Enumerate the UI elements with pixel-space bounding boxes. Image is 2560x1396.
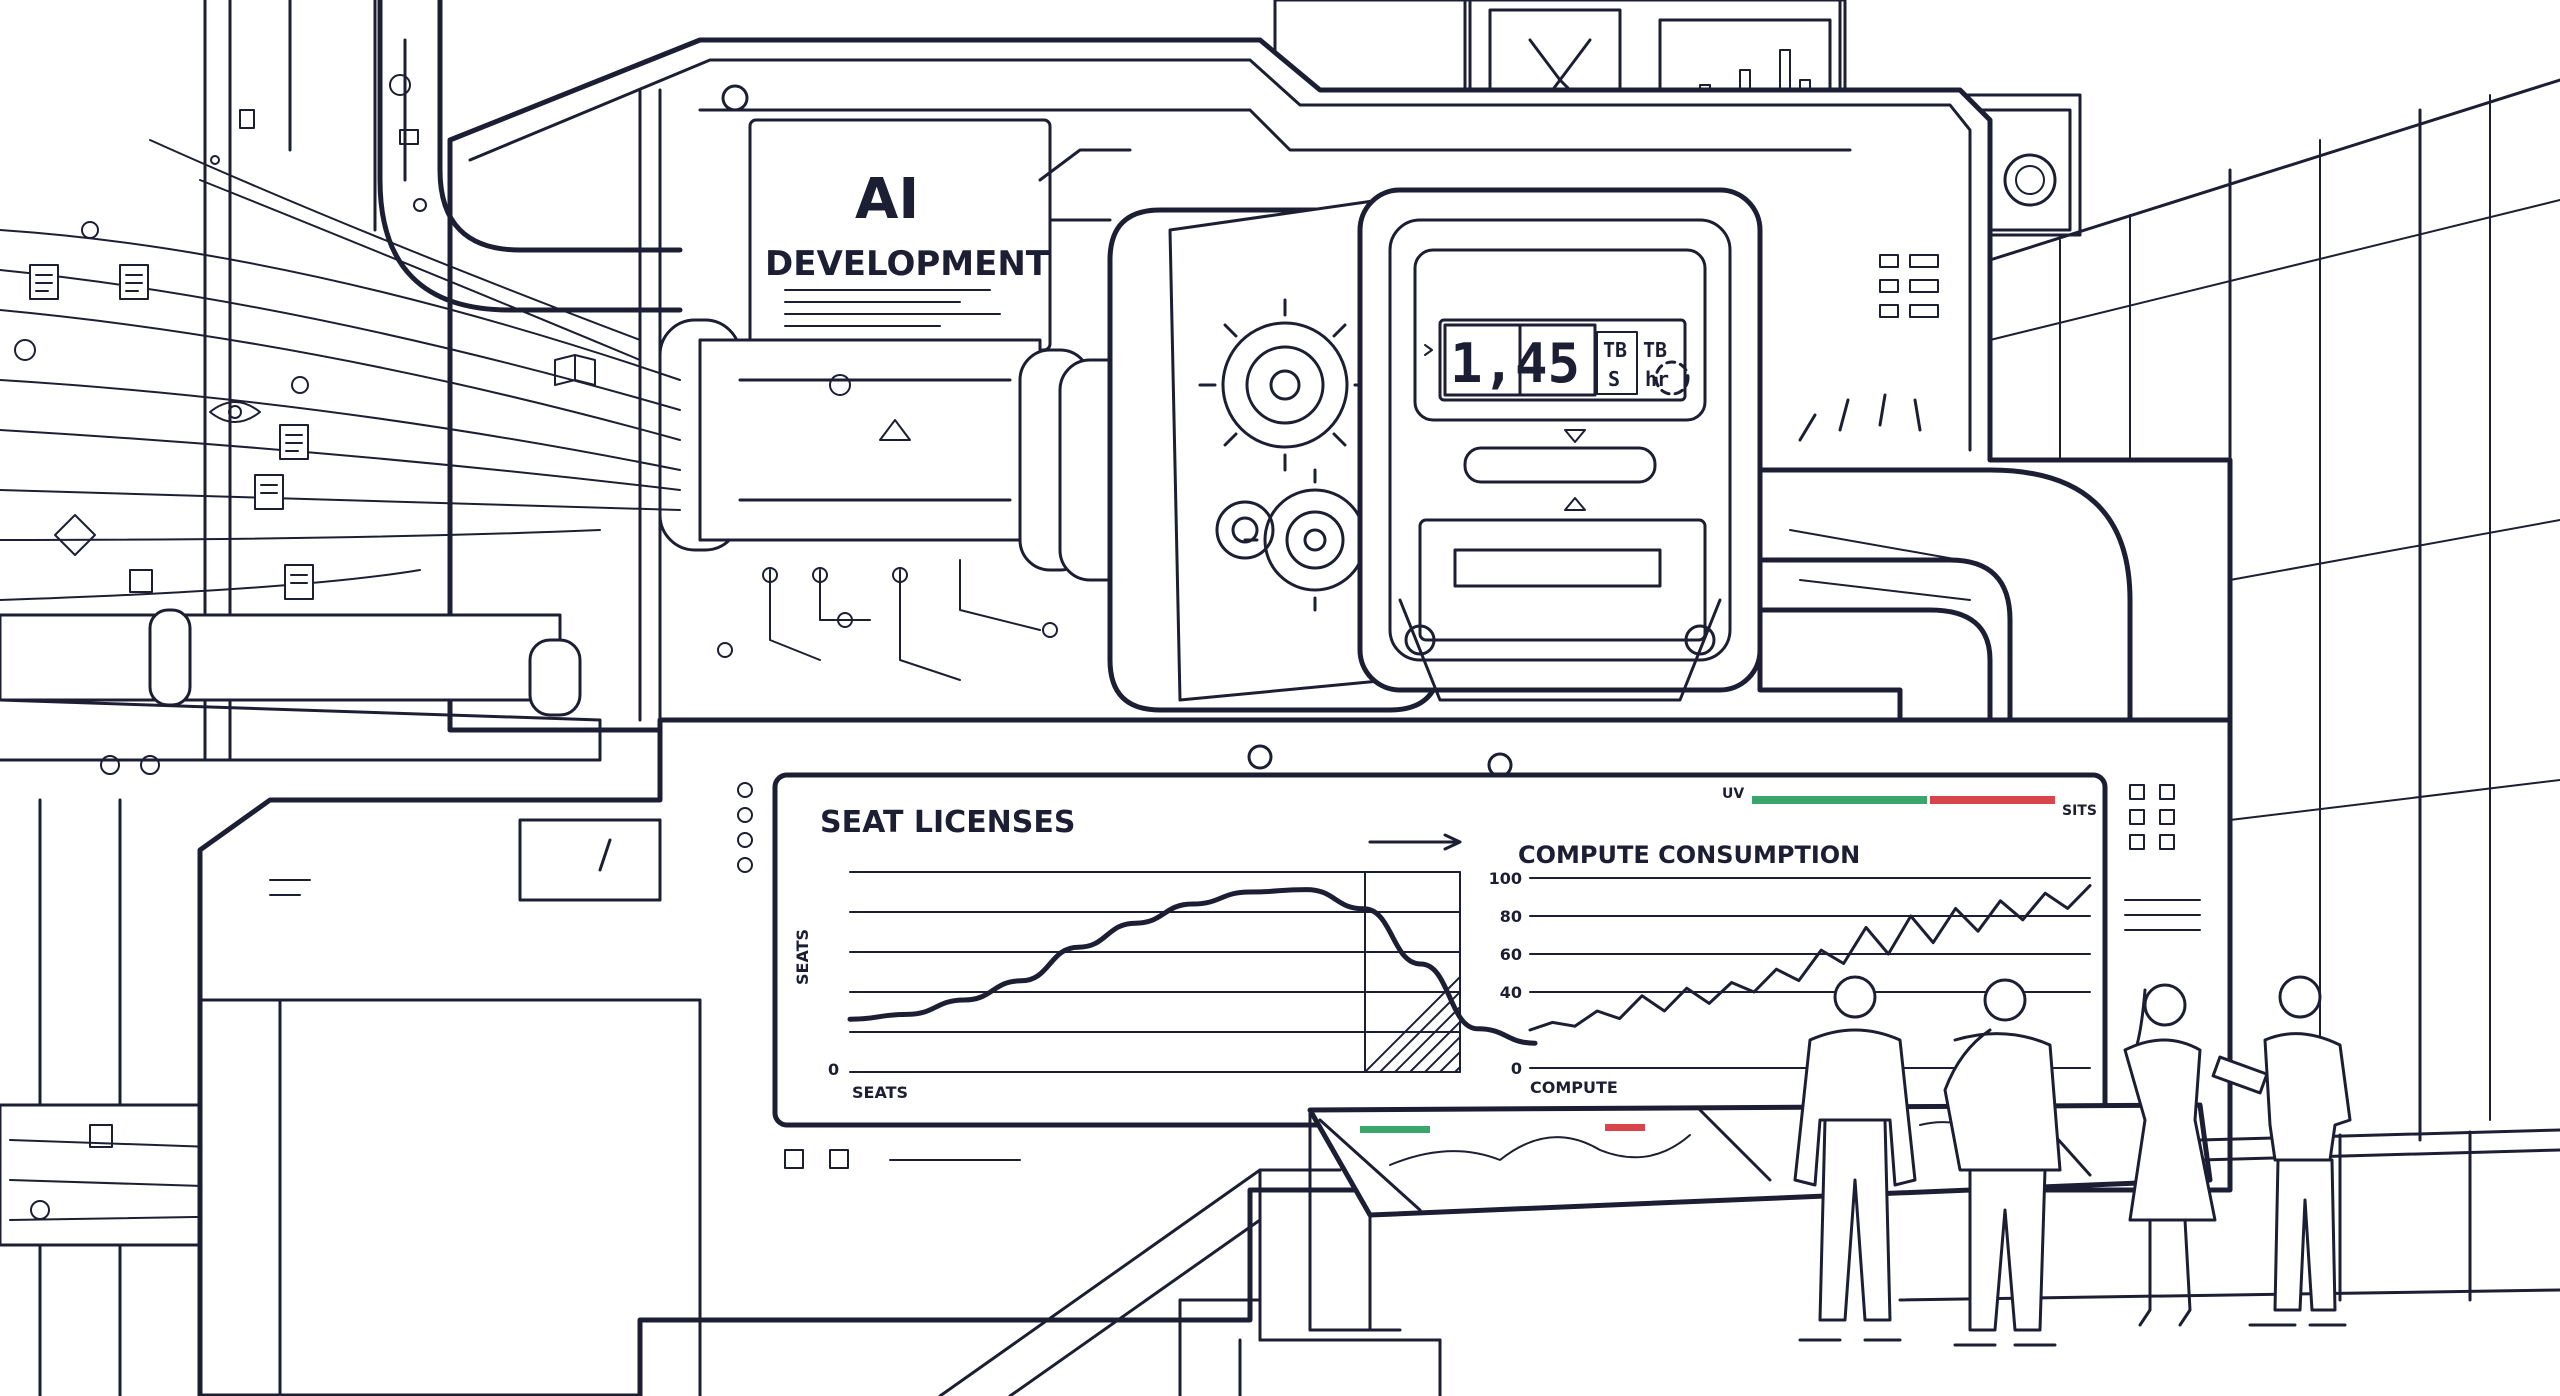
title-ai: AI bbox=[855, 167, 919, 232]
person-2 bbox=[1943, 978, 2062, 1347]
person-3 bbox=[2123, 983, 2217, 1327]
hatch-line bbox=[1439, 1050, 1460, 1072]
compute-ytick-label: 0 bbox=[1511, 1059, 1522, 1078]
document-icon bbox=[119, 264, 149, 300]
compute-consumption-chart: COMPUTE CONSUMPTION 100 80 60 40 0 COMPUTE bbox=[1489, 841, 2092, 1097]
seat-chart-gridlines bbox=[849, 871, 1461, 1073]
document-icon bbox=[284, 564, 314, 600]
console-indicator-good bbox=[1360, 1126, 1430, 1133]
compute-ytick-label: 60 bbox=[1500, 945, 1522, 964]
compute-chart-series bbox=[1528, 884, 2092, 1032]
stair-railing bbox=[938, 1128, 2560, 1396]
dashboard-screen: SEAT LICENSES SEATS 0 SEATS COMPUTE CONS… bbox=[772, 772, 2201, 1128]
seat-chart-title: SEAT LICENSES bbox=[820, 805, 1076, 840]
hatch-line bbox=[1424, 1035, 1460, 1072]
compute-chart-yticks: 100 80 60 40 0 bbox=[1489, 869, 1522, 1078]
gear-icon bbox=[1198, 298, 1372, 472]
seat-chart-hatched-region bbox=[1364, 871, 1461, 1073]
hatch-line bbox=[1365, 976, 1460, 1072]
seat-chart-zero: 0 bbox=[828, 1060, 839, 1079]
vent-grille bbox=[1879, 254, 1939, 318]
console-indicator-bad bbox=[1605, 1124, 1645, 1131]
document-icon bbox=[29, 264, 59, 300]
person-4 bbox=[2211, 975, 2352, 1327]
tablet-icon bbox=[2211, 1055, 2269, 1095]
data-pipe-left-mid bbox=[0, 608, 602, 775]
seat-chart-xlabel: SEATS bbox=[852, 1083, 908, 1102]
meter-reading: 1,45 bbox=[1450, 332, 1580, 395]
hatch-line bbox=[1379, 990, 1460, 1072]
usage-meter: 1,45 TB S TB hr bbox=[1357, 187, 1763, 702]
status-bar-bad bbox=[1930, 796, 2055, 804]
compute-chart-title: COMPUTE CONSUMPTION bbox=[1518, 841, 1860, 869]
document-icon bbox=[279, 424, 309, 460]
meter-unit-a-bottom: S bbox=[1608, 367, 1620, 391]
loading-spinner-icon bbox=[1654, 360, 1690, 396]
hatch-line bbox=[1409, 1020, 1460, 1072]
side-control-panel bbox=[2124, 784, 2201, 931]
person-1 bbox=[1793, 975, 1917, 1342]
seat-chart-series bbox=[847, 887, 1538, 1046]
diamond-icon bbox=[54, 514, 96, 556]
hatch-line bbox=[1394, 1005, 1460, 1072]
meter-unit-b-top: TB bbox=[1643, 338, 1667, 362]
status-bar-good bbox=[1752, 796, 1927, 804]
status-strip: UV SITS bbox=[1722, 786, 2097, 819]
book-icon bbox=[554, 354, 596, 386]
triangle-icon bbox=[879, 419, 911, 441]
pie-chart-icon bbox=[2003, 153, 2057, 207]
compute-ytick-label: 80 bbox=[1500, 907, 1522, 926]
gear-icon bbox=[1215, 500, 1275, 560]
status-left-label: UV bbox=[1722, 786, 1744, 802]
compute-ytick-label: 40 bbox=[1500, 983, 1522, 1002]
compute-chart-xlabel: COMPUTE bbox=[1530, 1078, 1618, 1097]
meter-unit-a-top: TB bbox=[1603, 338, 1627, 362]
seat-series-line bbox=[847, 887, 1538, 1046]
compute-series-line bbox=[1528, 884, 2092, 1032]
seat-licenses-chart: SEAT LICENSES SEATS 0 SEATS bbox=[793, 805, 1538, 1102]
compute-ytick-label: 100 bbox=[1489, 869, 1522, 888]
eye-icon bbox=[209, 401, 261, 423]
data-pipe-left-upper bbox=[377, 0, 1142, 582]
seat-chart-ylabel: SEATS bbox=[793, 929, 812, 985]
status-right-label: SITS bbox=[2062, 803, 2097, 819]
document-icon bbox=[254, 474, 284, 510]
title-development: DEVELOPMENT bbox=[765, 244, 1050, 284]
